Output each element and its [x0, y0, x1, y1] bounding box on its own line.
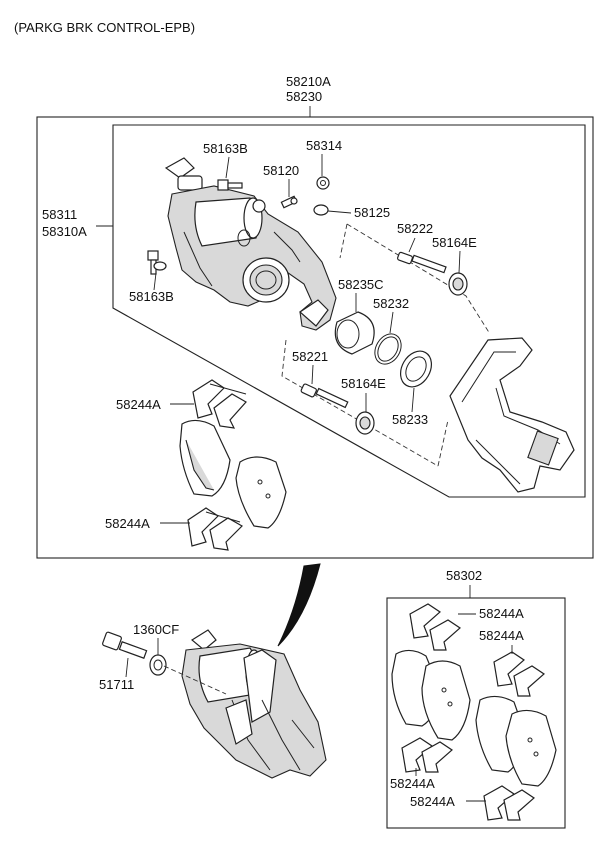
- label-assy-58210a: 58210A: [286, 74, 331, 89]
- dust-boot-58233: [399, 350, 433, 388]
- leader-bolt-upper: [225, 156, 230, 179]
- guide-upper-drop: [339, 223, 348, 259]
- label-kit-clip-1: 58244A: [479, 606, 524, 621]
- leader-dust-boot: [411, 387, 415, 413]
- brake-pads-upper-pair: [179, 419, 287, 529]
- guide-lower: [281, 339, 439, 467]
- label-piston-58235c: 58235C: [338, 277, 384, 292]
- guide-mount: [163, 665, 227, 695]
- leader-seal: [389, 311, 394, 334]
- assembly-pointer: [277, 563, 321, 647]
- label-seal-58232: 58232: [373, 296, 409, 311]
- label-pin-58222: 58222: [397, 221, 433, 236]
- kit-clips-top-right: [493, 651, 545, 697]
- guide-lower-rise: [437, 419, 449, 467]
- kit-clips-top-left: [409, 603, 461, 651]
- label-assy-58230: 58230: [286, 89, 322, 104]
- bolt-58163b-lower: [147, 250, 167, 275]
- pad-clips-upper: [192, 379, 247, 429]
- label-clip-58244a-upper: 58244A: [116, 397, 161, 412]
- label-bolt-58163b-lower: 58163B: [129, 289, 174, 304]
- caliper-carrier-bracket: [449, 337, 575, 493]
- mount-bolt-51711: [102, 631, 148, 659]
- exploded-view-panel: [112, 124, 586, 498]
- piston-58235c: [334, 311, 375, 355]
- kit-brake-pads: [391, 649, 557, 787]
- piston-seal-58232: [374, 333, 402, 365]
- label-kit-clip-3: 58244A: [390, 776, 435, 791]
- leader-pin-58222: [408, 237, 416, 253]
- pad-kit-box: [386, 597, 566, 829]
- kit-clips-bottom-left: [401, 737, 453, 773]
- label-washer-1360cf: 1360CF: [133, 622, 179, 637]
- assembly-frame: [36, 116, 594, 559]
- guide-pin-58221: [300, 383, 349, 409]
- label-caliper-58310a: 58310A: [42, 224, 87, 239]
- label-cap-58314: 58314: [306, 138, 342, 153]
- label-bolt-58163b-upper: 58163B: [203, 141, 248, 156]
- leader-cap-58125: [327, 210, 352, 214]
- leader-pin-58221: [311, 364, 314, 385]
- diagram-title: (PARKG BRK CONTROL-EPB): [14, 20, 195, 35]
- label-boot-58164e-lower: 58164E: [341, 376, 386, 391]
- installed-caliper-assembly: [181, 629, 327, 779]
- cap-58125: [313, 204, 329, 216]
- pin-boot-58164e-upper: [448, 272, 468, 296]
- label-kit-clip-2: 58244A: [479, 628, 524, 643]
- label-dust-boot-58233: 58233: [392, 412, 428, 427]
- pad-clips-lower: [187, 507, 243, 551]
- caliper-body-with-epb-motor: [164, 157, 337, 331]
- pin-boot-58164e-lower: [355, 411, 375, 435]
- bolt-58163b-upper: [217, 179, 243, 191]
- label-bleeder-58120: 58120: [263, 163, 299, 178]
- leader-bolt-lower: [153, 272, 157, 291]
- label-caliper-58311: 58311: [42, 207, 77, 222]
- label-kit-clip-4: 58244A: [410, 794, 455, 809]
- guide-pin-58222: [397, 251, 447, 274]
- label-pad-kit-58302: 58302: [446, 568, 482, 583]
- label-cap-58125: 58125: [354, 205, 390, 220]
- label-clip-58244a-lower: 58244A: [105, 516, 150, 531]
- leader-boot-upper: [458, 250, 461, 274]
- label-boot-58164e-upper: 58164E: [432, 235, 477, 250]
- guide-upper: [346, 223, 491, 335]
- bleeder-screw-58120: [280, 195, 298, 209]
- kit-clips-bottom-right: [483, 785, 535, 821]
- label-bolt-51711: 51711: [99, 677, 134, 692]
- cap-58314: [316, 176, 330, 190]
- leader-bolt-51711: [125, 657, 129, 678]
- label-pin-58221: 58221: [292, 349, 328, 364]
- washer-1360cf: [149, 654, 167, 676]
